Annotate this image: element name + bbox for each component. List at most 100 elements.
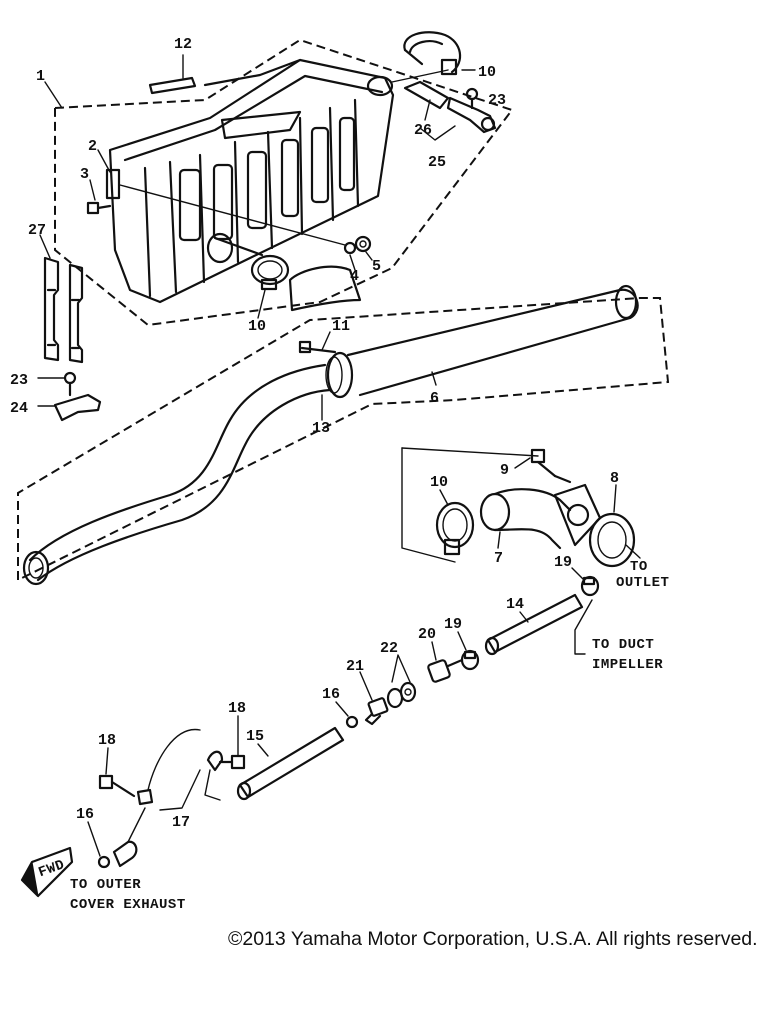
callout-5: 5 — [372, 258, 381, 275]
leader-18-left — [105, 747, 109, 775]
leader-to-duct — [574, 599, 593, 655]
callout-24: 24 — [10, 400, 28, 417]
part-17-clamp-assembly — [136, 728, 224, 806]
callout-8: 8 — [610, 470, 619, 487]
note-to-duct-line1: TO DUCT — [592, 637, 654, 653]
leader-7 — [497, 531, 501, 549]
part-22-washers — [386, 681, 417, 709]
callout-7: 7 — [494, 550, 503, 567]
callout-19-upper: 19 — [554, 554, 572, 571]
callout-26: 26 — [414, 122, 432, 139]
part-9-bolt — [530, 448, 572, 484]
group-outline-outlet — [401, 447, 456, 563]
leader-21 — [359, 671, 373, 701]
leader-14 — [519, 611, 529, 623]
part-7-elbow — [479, 483, 602, 550]
group-outline-muffler — [54, 38, 514, 327]
part-25-fitting — [446, 96, 497, 134]
outline-outlet-top — [401, 447, 539, 457]
callout-27: 27 — [28, 222, 46, 239]
fwd-arrow — [20, 846, 74, 898]
leader-16-lower — [87, 821, 101, 857]
callout-6: 6 — [430, 390, 439, 407]
part-12-plate — [148, 76, 197, 95]
callout-10-outlet: 10 — [430, 474, 448, 491]
note-to-outlet-line2: OUTLET — [616, 575, 669, 591]
leader-1 — [44, 81, 63, 109]
part-3-bolt — [86, 201, 112, 215]
leader-26 — [424, 99, 431, 121]
note-to-outlet-line1: TO — [630, 559, 648, 575]
part-20-fitting — [427, 658, 464, 683]
leader-5 — [365, 251, 373, 261]
note-to-duct-line2: IMPELLER — [592, 657, 663, 673]
callout-18-right: 18 — [228, 700, 246, 717]
part-24-plate — [53, 393, 102, 422]
callout-10-top: 10 — [478, 64, 496, 81]
part-10-clamp-outlet — [435, 501, 475, 556]
callout-23-top: 23 — [488, 92, 506, 109]
leader-22 — [391, 654, 411, 683]
part-2-bracket — [105, 168, 121, 200]
callout-20: 20 — [418, 626, 436, 643]
part-16-oring-upper — [345, 715, 359, 729]
leader-15 — [257, 743, 269, 757]
callout-3: 3 — [80, 166, 89, 183]
note-to-outer-line2: COVER EXHAUST — [70, 897, 186, 913]
part-27-straps — [43, 256, 84, 364]
leader-10-outlet — [439, 489, 449, 506]
callout-16-upper: 16 — [322, 686, 340, 703]
leader-11 — [321, 331, 331, 351]
part-4-washer — [343, 241, 357, 255]
callout-4: 4 — [350, 268, 359, 285]
callout-2: 2 — [88, 138, 97, 155]
leader-4 — [349, 254, 356, 271]
callout-23-lower: 23 — [10, 372, 28, 389]
callout-17: 17 — [172, 814, 190, 831]
leader-25 — [419, 125, 456, 141]
leader-27 — [39, 234, 51, 259]
part-10-clamp-top — [403, 31, 462, 76]
leader-3 — [89, 179, 96, 201]
callout-25: 25 — [428, 154, 446, 171]
leader-16-upper — [335, 701, 349, 717]
fwd-label: FWD — [36, 857, 67, 881]
arrow-to-outlet — [625, 544, 641, 559]
part-15-hose — [236, 726, 345, 801]
copyright-notice: ©2013 Yamaha Motor Corporation, U.S.A. A… — [228, 928, 758, 950]
part-13-long-hose — [22, 363, 332, 586]
part-21-valve — [364, 697, 389, 726]
leader-10-muffler — [257, 289, 266, 319]
callout-12: 12 — [174, 36, 192, 53]
callout-11: 11 — [332, 318, 350, 335]
part-23-bolt-lower — [63, 371, 77, 397]
callout-1: 1 — [36, 68, 45, 85]
leader-9 — [514, 457, 531, 469]
leader-2 — [97, 149, 111, 173]
part-6-pipe — [346, 284, 639, 397]
callout-21: 21 — [346, 658, 364, 675]
part-14-hose — [484, 593, 584, 656]
part-8-gasket — [588, 512, 636, 568]
leader-19-upper — [571, 567, 585, 581]
part-19-clamp-lower — [460, 649, 480, 671]
leader-8 — [613, 484, 617, 513]
callout-22: 22 — [380, 640, 398, 657]
part-19-clamp-upper — [580, 575, 600, 597]
callout-15: 15 — [246, 728, 264, 745]
leader-19-lower — [457, 631, 467, 651]
part-16-oring-lower — [97, 807, 146, 869]
leader-17 — [159, 769, 201, 811]
part-23-bolt-top — [465, 87, 479, 110]
muffler-body — [108, 58, 395, 304]
group-outline-hose — [17, 297, 670, 581]
part-10-clamp-muffler — [250, 254, 290, 291]
leader-6 — [431, 371, 437, 386]
leader-20 — [431, 641, 437, 661]
callout-14: 14 — [506, 596, 524, 613]
part-18-bolt-left — [98, 774, 136, 798]
part-5-nut — [354, 235, 372, 253]
part-18-bolt-right — [218, 754, 246, 770]
leader-bolt-axis — [119, 184, 346, 246]
